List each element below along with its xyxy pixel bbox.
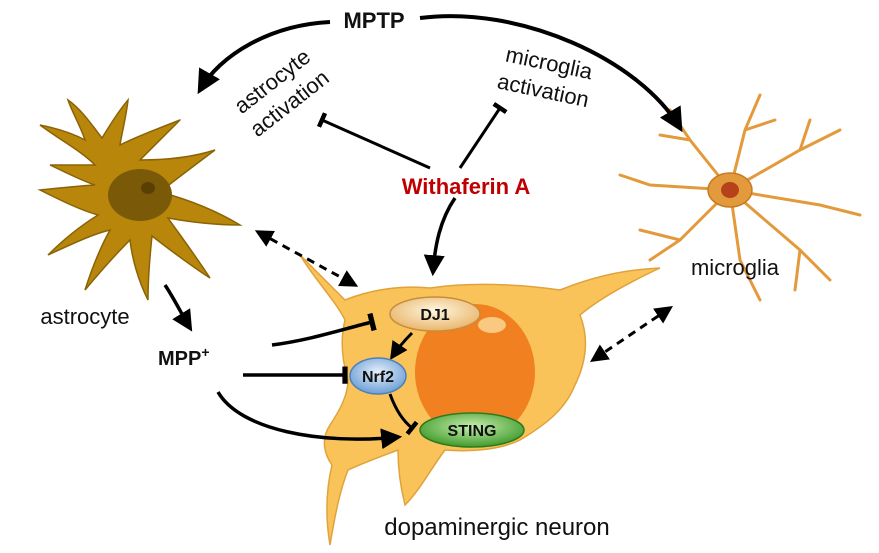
dj1-label: DJ1: [420, 307, 449, 324]
nrf2-pill: Nrf2: [349, 357, 407, 395]
microglia-cell: [618, 93, 862, 302]
astrocyte-to-mpp-arrow: [163, 284, 193, 332]
mptp-label: MPTP: [343, 8, 404, 33]
withaferin-to-neuron-arrow: [423, 197, 457, 277]
dj1-pill: DJ1: [389, 296, 481, 332]
microglia-neuron-dashed-arrow: [590, 305, 673, 363]
dopaminergic-neuron-cell: [299, 254, 661, 546]
astrocyte-neuron-dashed-arrow: [254, 230, 359, 287]
mpp-label: MPP+: [158, 344, 210, 370]
microglia-activation-label: microglia activation: [495, 42, 595, 113]
mptp-to-microglia-arrow: [419, 14, 683, 133]
withaferin-label: Withaferin A: [402, 174, 531, 199]
withaferin-inhibits-astrocyte-activation: [316, 112, 431, 170]
sting-label: STING: [448, 423, 497, 440]
withaferin-inhibits-microglia-activation: [458, 101, 508, 169]
dopaminergic-neuron-label: dopaminergic neuron: [384, 514, 609, 541]
astrocyte-cell: [37, 97, 243, 301]
mpp-to-sting-arrow: [216, 391, 403, 450]
dj1-to-nrf2-arrow: [390, 331, 414, 360]
nrf2-label: Nrf2: [362, 369, 394, 386]
mptp-to-astrocyte-arrow: [197, 20, 331, 95]
sting-pill: STING: [419, 412, 525, 448]
astrocyte-label: astrocyte: [40, 304, 129, 329]
astrocyte-activation-label: astrocyte activation: [229, 44, 333, 142]
microglia-label: microglia: [691, 255, 780, 280]
mpp-base: MPP: [158, 348, 201, 370]
nrf2-inhibits-sting: [388, 393, 419, 436]
mpp-inhibits-dj1: [271, 312, 377, 347]
mpp-superscript: +: [201, 344, 209, 360]
